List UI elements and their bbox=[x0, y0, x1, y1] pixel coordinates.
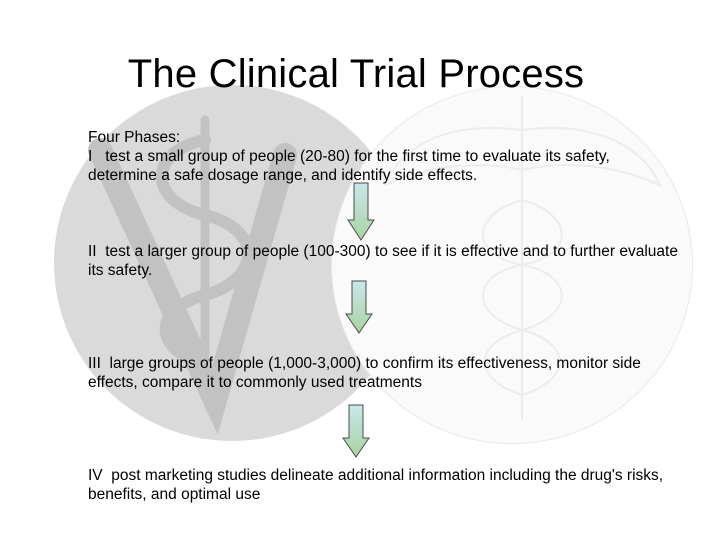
down-arrow-icon bbox=[344, 280, 374, 340]
phase-description: post marketing studies delineate additio… bbox=[88, 467, 664, 503]
phase-description: test a small group of people (20-80) for… bbox=[88, 148, 610, 184]
slide-title: The Clinical Trial Process bbox=[127, 52, 585, 96]
caduceus-icon bbox=[383, 95, 662, 420]
phase-description: test a larger group of people (100-300) … bbox=[88, 243, 678, 279]
phase-item-3: III large groups of people (1,000-3,000)… bbox=[88, 354, 678, 392]
phase-numeral: III bbox=[88, 355, 101, 372]
phase-numeral: II bbox=[88, 243, 97, 260]
phase-item-1: I test a small group of people (20-80) f… bbox=[88, 147, 678, 185]
phase-description: large groups of people (1,000-3,000) to … bbox=[88, 355, 641, 391]
veterinary-caduceus-icon bbox=[88, 115, 297, 435]
phase-numeral: I bbox=[88, 148, 93, 165]
right-circle bbox=[331, 86, 693, 444]
down-arrow-icon bbox=[341, 404, 371, 464]
phase-item-2: II test a larger group of people (100-30… bbox=[88, 242, 678, 280]
phases-intro: Four Phases: bbox=[88, 129, 181, 146]
phase-numeral: IV bbox=[88, 467, 103, 484]
down-arrow-icon bbox=[346, 182, 376, 247]
phase-item-4: IV post marketing studies delineate addi… bbox=[88, 466, 678, 504]
